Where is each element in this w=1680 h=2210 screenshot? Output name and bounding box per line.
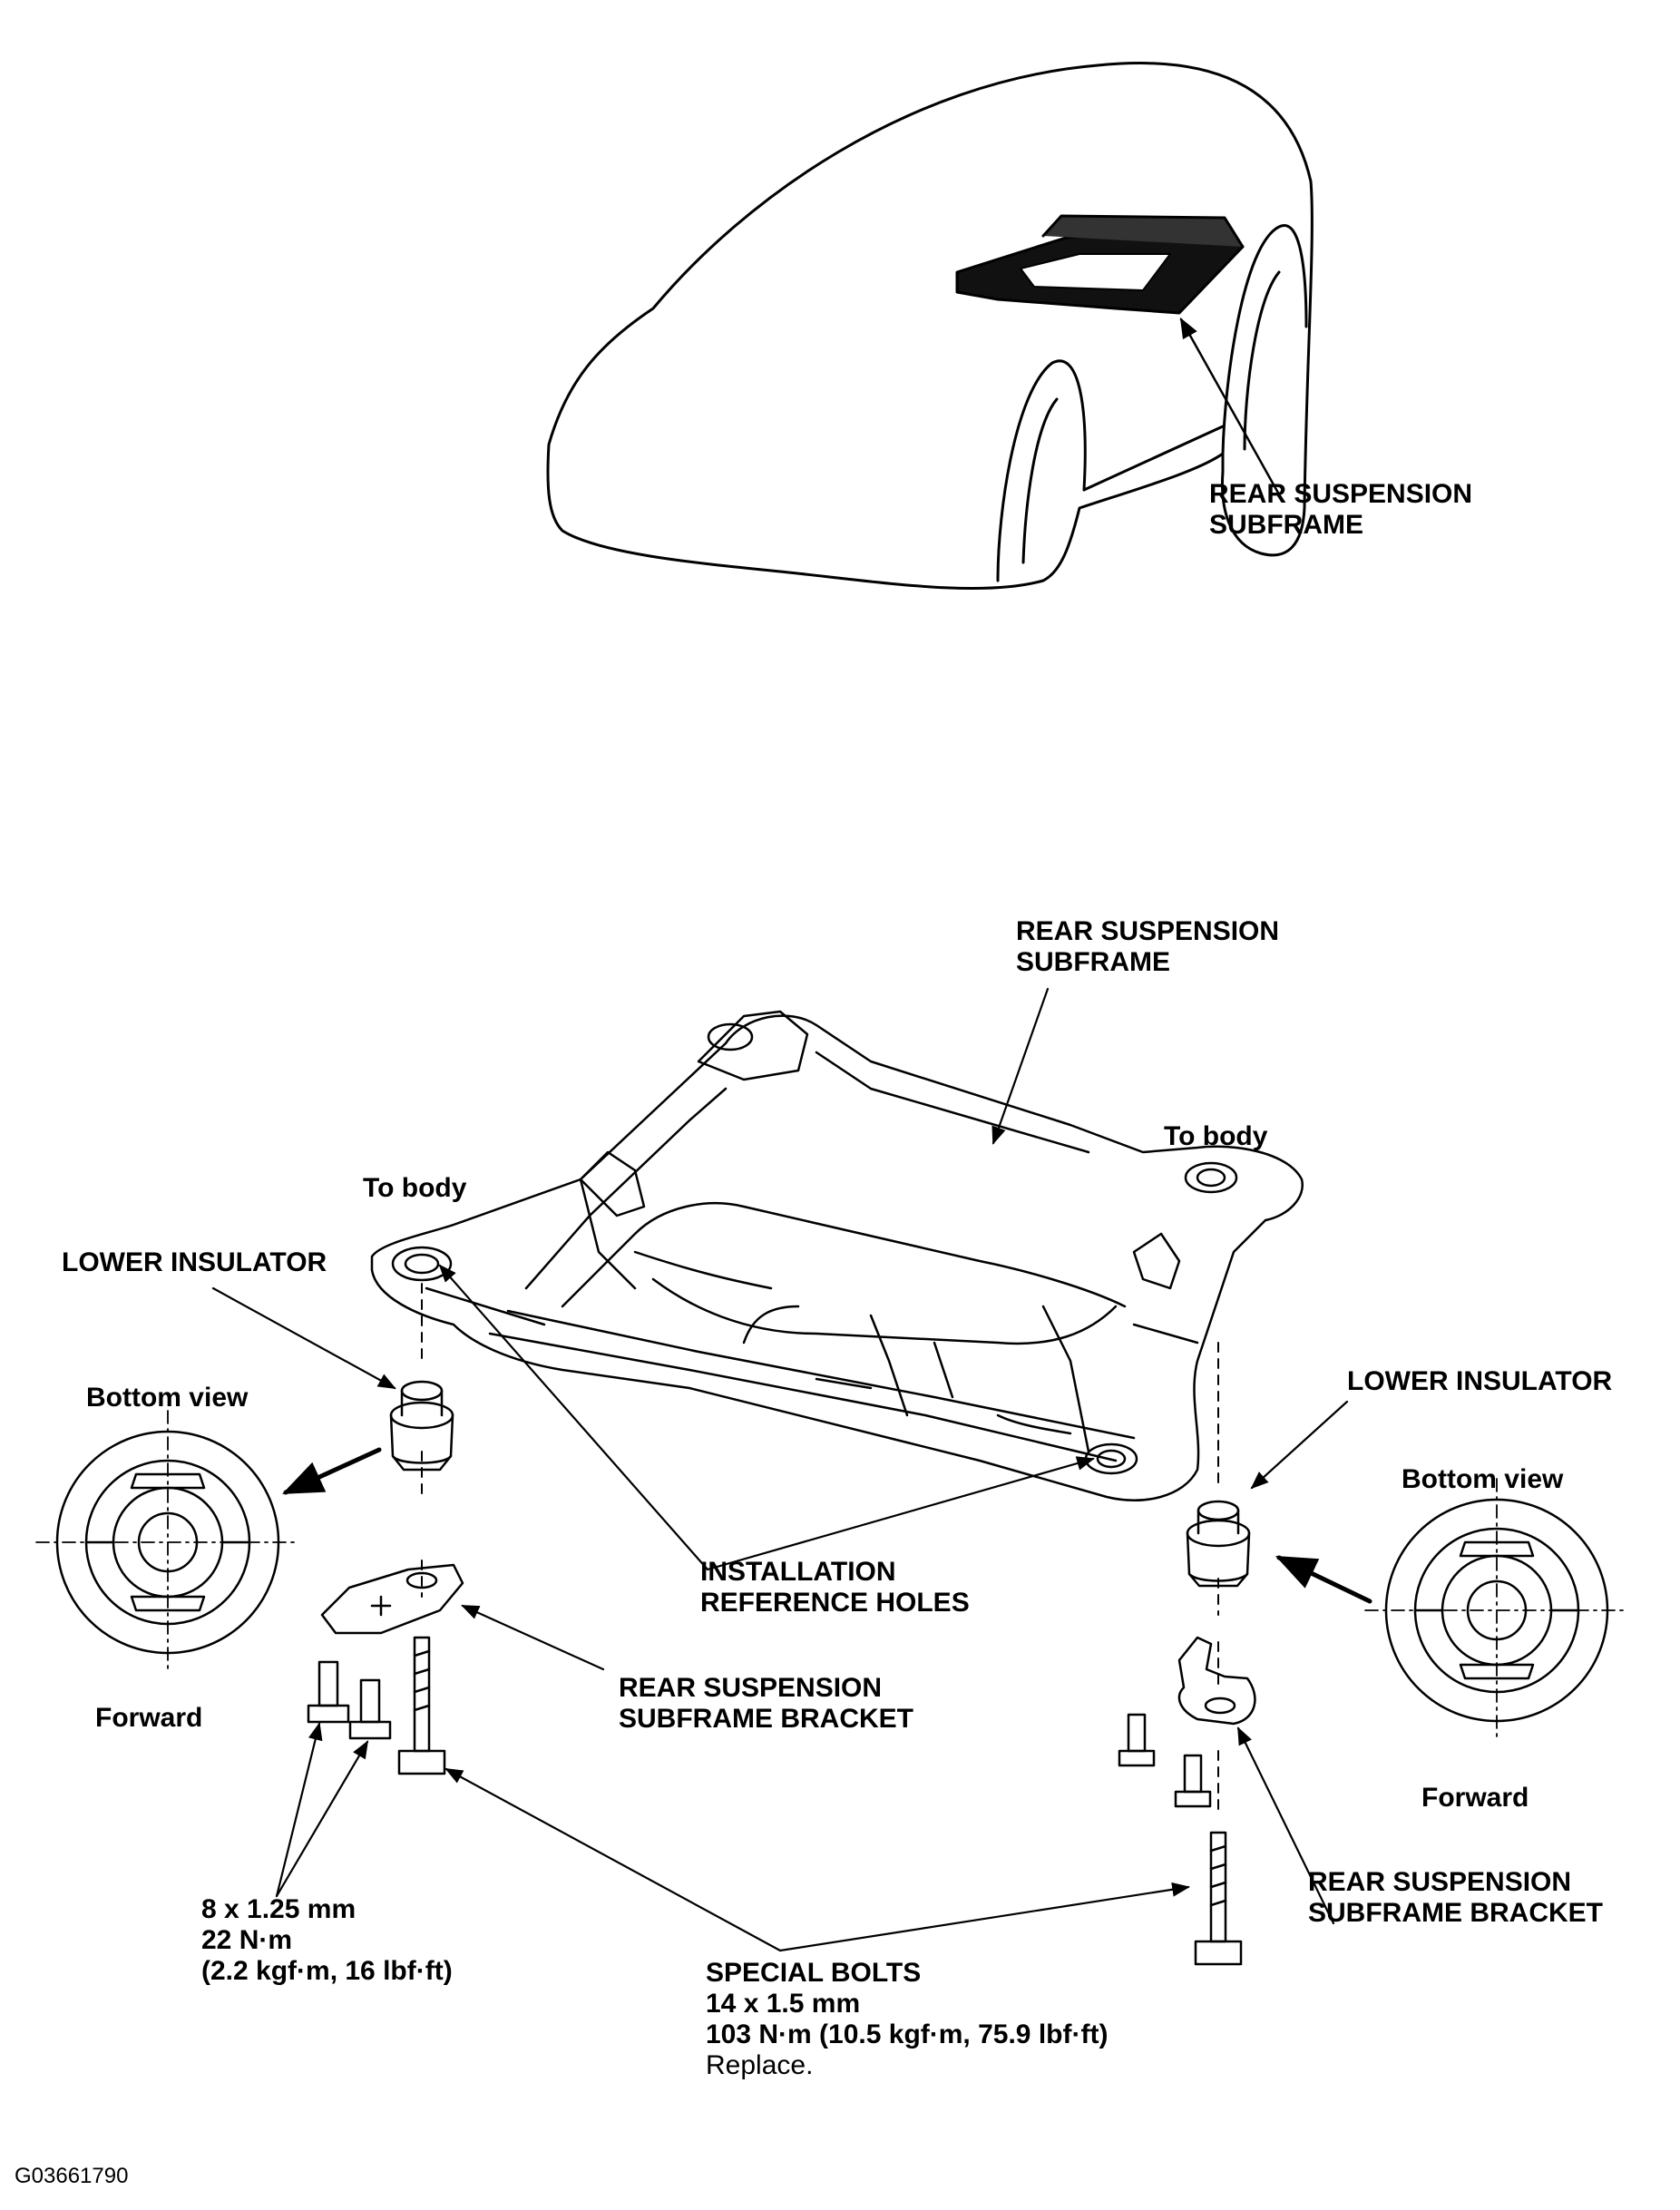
label-car-subframe-line2: SUBFRAME	[1209, 510, 1363, 540]
leader-car-subframe	[1179, 318, 1281, 496]
label-forward-right: Forward	[1421, 1783, 1529, 1813]
alignment-lines	[421, 1283, 1219, 1811]
label-small-bolts-torque: 22 N·m	[201, 1925, 293, 1955]
label-bottom-view-left: Bottom view	[86, 1383, 249, 1413]
label-bracket-right: REAR SUSPENSION SUBFRAME BRACKET	[1308, 1867, 1603, 1929]
leader-lines	[211, 987, 1349, 1952]
small-bolts-left-part	[307, 1660, 392, 1740]
label-lower-insulator-right: LOWER INSULATOR	[1347, 1366, 1613, 1396]
arrow-to-bottom-view-right	[1275, 1555, 1372, 1604]
bracket-right-part	[1177, 1636, 1256, 1726]
subframe-mount-holes	[391, 1022, 1238, 1475]
label-special-bolts-spec: SPECIAL BOLTS 14 x 1.5 mm 103 N·m (10.5 …	[706, 1958, 1108, 2081]
label-bracket-right-line2: SUBFRAME BRACKET	[1308, 1898, 1603, 1928]
figure-id: G03661790	[15, 2164, 129, 2188]
lower-insulator-left-part	[389, 1380, 454, 1472]
label-special-bolts-replace: Replace.	[706, 2050, 814, 2080]
label-car-subframe-line1: REAR SUSPENSION	[1209, 479, 1473, 509]
special-bolt-left-part	[397, 1636, 446, 1775]
label-subframe: REAR SUSPENSION SUBFRAME	[1016, 916, 1279, 978]
label-car-subframe: REAR SUSPENSION SUBFRAME	[1209, 479, 1472, 541]
label-bracket-left: REAR SUSPENSION SUBFRAME BRACKET	[619, 1673, 913, 1735]
bracket-left-part	[320, 1563, 464, 1635]
label-special-bolts-size: 14 x 1.5 mm	[706, 1989, 861, 2019]
car-outline	[546, 62, 1314, 591]
label-small-bolts-torque-alt: (2.2 kgf·m, 16 lbf·ft)	[201, 1956, 453, 1986]
label-bottom-view-right: Bottom view	[1402, 1464, 1564, 1494]
label-special-bolts-title: SPECIAL BOLTS	[706, 1958, 922, 1988]
label-subframe-line1: REAR SUSPENSION	[1016, 916, 1280, 946]
label-forward-left: Forward	[95, 1703, 203, 1733]
label-installation-reference-holes: INSTALLATION REFERENCE HOLES	[700, 1557, 970, 1618]
label-installation-line1: INSTALLATION	[700, 1557, 896, 1587]
car-subframe-highlight	[955, 214, 1245, 315]
small-bolts-right-part	[1118, 1713, 1212, 1808]
label-small-bolts-spec: 8 x 1.25 mm 22 N·m (2.2 kgf·m, 16 lbf·ft…	[201, 1894, 453, 1987]
label-bracket-left-line1: REAR SUSPENSION	[619, 1673, 883, 1703]
arrow-to-bottom-view-left	[281, 1447, 382, 1495]
label-to-body-right: To body	[1164, 1121, 1268, 1151]
label-to-body-left: To body	[363, 1173, 467, 1203]
label-bracket-left-line2: SUBFRAME BRACKET	[619, 1704, 913, 1734]
bottom-view-left-crosshair	[35, 1410, 300, 1675]
special-bolt-right-part	[1194, 1831, 1243, 1966]
label-bracket-right-line1: REAR SUSPENSION	[1308, 1867, 1572, 1897]
label-subframe-line2: SUBFRAME	[1016, 947, 1170, 977]
label-lower-insulator-left: LOWER INSULATOR	[62, 1247, 327, 1277]
bottom-view-right-crosshair	[1364, 1478, 1629, 1743]
subframe-main	[370, 1010, 1304, 1501]
label-small-bolts-size: 8 x 1.25 mm	[201, 1894, 357, 1924]
label-installation-line2: REFERENCE HOLES	[700, 1588, 970, 1618]
lower-insulator-right-part	[1186, 1500, 1251, 1588]
label-special-bolts-torque: 103 N·m (10.5 kgf·m, 75.9 lbf·ft)	[706, 2019, 1109, 2049]
